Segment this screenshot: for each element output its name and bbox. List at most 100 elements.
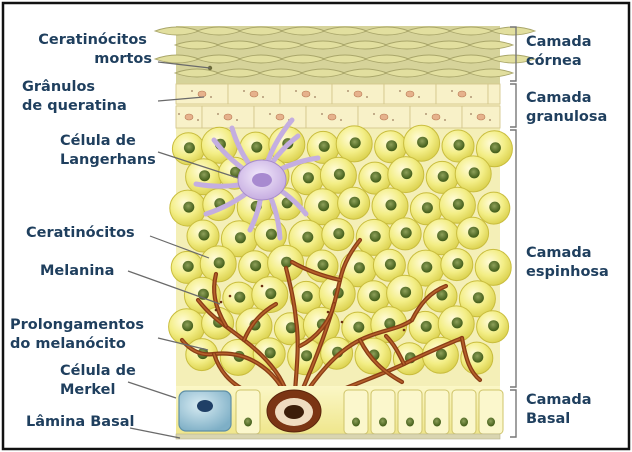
keratin-granule-nucleus [224, 114, 232, 120]
keratinocyte-nucleus [370, 172, 381, 183]
keratinocyte-nucleus [199, 170, 210, 181]
keratin-granule [178, 113, 180, 115]
melanin-granule [229, 295, 232, 298]
keratin-granule-nucleus [406, 91, 414, 97]
keratin-granule [489, 119, 491, 121]
keratinocyte-nucleus [303, 172, 314, 183]
label-keratinocytes: Ceratinócitos [26, 225, 135, 241]
keratinocyte-nucleus [453, 199, 464, 210]
keratin-granule [314, 96, 316, 98]
keratin-granule [243, 90, 245, 92]
keratin-granule [366, 96, 368, 98]
keratinocyte-nucleus [421, 321, 432, 332]
keratin-granule [444, 119, 446, 121]
keratinocyte-nucleus [234, 292, 245, 303]
keratinocyte-nucleus [318, 200, 329, 211]
basal-cell [371, 390, 395, 434]
basal-cell [479, 390, 503, 434]
keratin-granule [418, 96, 420, 98]
label-melanin: Melanina [40, 263, 114, 279]
keratinocyte-nucleus [370, 231, 381, 242]
keratin-granule-nucleus [276, 114, 284, 120]
granular-cell [488, 84, 500, 104]
keratinocyte-nucleus [452, 258, 463, 269]
keratinocyte-nucleus [454, 140, 465, 151]
keratinocyte-nucleus [302, 291, 313, 302]
keratinocyte-nucleus [369, 290, 380, 301]
keratinocyte-nucleus [468, 227, 479, 238]
keratinocyte-nucleus [350, 137, 361, 148]
basal-cell-nucleus [487, 418, 495, 427]
keratinocyte-nucleus [265, 288, 276, 299]
melanin-granule [327, 311, 330, 314]
keratin-granule-nucleus [432, 114, 440, 120]
keratinocyte-nucleus [318, 260, 329, 271]
keratinocyte-nucleus [250, 260, 261, 271]
keratinocyte-nucleus [400, 287, 411, 298]
melanin-granule [261, 285, 264, 288]
keratinocyte-nucleus [437, 230, 448, 241]
basal-cell [425, 390, 449, 434]
basal-lamina-band [176, 434, 500, 439]
keratinocyte-nucleus [489, 202, 500, 213]
keratin-granule [399, 90, 401, 92]
keratinocyte-nucleus [489, 261, 500, 272]
keratin-granule [470, 113, 472, 115]
keratin-granule [321, 113, 323, 115]
keratin-granule [262, 96, 264, 98]
basal-cell-nucleus [433, 418, 441, 427]
keratinocyte-nucleus [184, 142, 195, 153]
keratin-granule [470, 96, 472, 98]
keratinocyte-nucleus [301, 350, 312, 361]
keratinocyte-nucleus [473, 292, 484, 303]
keratin-granule [191, 90, 193, 92]
keratinocyte-nucleus [438, 171, 449, 182]
keratinocyte-nucleus [452, 317, 463, 328]
melanin-granule [403, 329, 406, 332]
keratinocyte-nucleus [421, 262, 432, 273]
langerhans-nucleus [252, 173, 272, 187]
merkel-cell-nucleus [197, 400, 213, 412]
keratinocyte-nucleus [354, 262, 365, 273]
keratinocyte-nucleus [422, 202, 433, 213]
basal-cell-nucleus [379, 418, 387, 427]
stratum-granulosum-layer [176, 84, 500, 128]
keratin-granule [269, 113, 271, 115]
keratin-granule-nucleus [458, 91, 466, 97]
keratin-granule-nucleus [477, 114, 485, 120]
melanin-granule [215, 309, 218, 312]
keratinocyte-nucleus [266, 229, 277, 240]
keratinocyte-nucleus [183, 261, 194, 272]
keratinocyte-nucleus [182, 320, 193, 331]
keratinocyte-nucleus [386, 140, 397, 151]
keratinocyte-nucleus [417, 137, 428, 148]
keratin-granule [425, 113, 427, 115]
keratin-granule-nucleus [328, 114, 336, 120]
keratinocyte-nucleus [353, 322, 364, 333]
keratinocyte-nucleus [488, 320, 499, 331]
keratin-granule-nucleus [198, 91, 206, 97]
keratinocyte-nucleus [251, 142, 262, 153]
stratum-corneum-layer [155, 26, 535, 84]
melanocyte-nucleus [284, 405, 304, 419]
keratin-granule-nucleus [302, 91, 310, 97]
keratinocyte-nucleus [490, 142, 501, 153]
keratin-granule-nucleus [380, 114, 388, 120]
keratinocyte-nucleus [199, 230, 210, 241]
keratin-granule-nucleus [354, 91, 362, 97]
keratin-granule [392, 119, 394, 121]
keratin-granule [295, 90, 297, 92]
keratin-granule-nucleus [185, 114, 193, 120]
keratin-granule [340, 119, 342, 121]
keratinocyte-nucleus [319, 141, 330, 152]
label-basal-lamina: Lâmina Basal [26, 414, 134, 430]
basal-cell [452, 390, 476, 434]
keratinocyte-nucleus [302, 232, 313, 243]
keratinocyte-nucleus [385, 259, 396, 270]
keratinocyte-nucleus [334, 169, 345, 180]
keratinocyte-nucleus [472, 352, 483, 363]
basal-cell-nucleus [244, 418, 252, 427]
keratinocyte-nucleus [386, 200, 397, 211]
